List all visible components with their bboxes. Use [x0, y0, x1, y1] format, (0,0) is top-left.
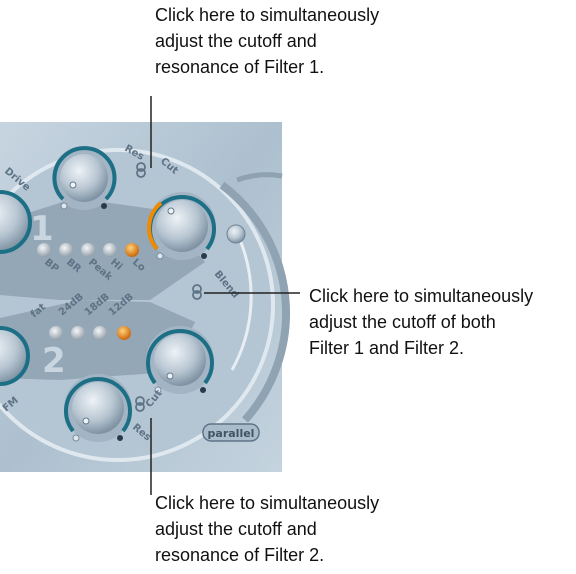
callout-filter1-link: Click here to simultaneously adjust the … — [155, 5, 380, 77]
filter2-res-knob[interactable] — [64, 374, 132, 442]
parallel-button[interactable]: parallel — [202, 423, 260, 442]
filter2-cut-knob[interactable] — [146, 326, 214, 394]
mode-led-br[interactable] — [59, 243, 73, 257]
slope-led-12db[interactable] — [117, 326, 131, 340]
filter2-link-icon[interactable] — [135, 396, 145, 412]
filter1-res-knob[interactable] — [52, 146, 117, 210]
filter1-link-icon[interactable] — [136, 162, 146, 178]
blend-slider[interactable] — [226, 224, 253, 371]
mode-led-lo[interactable] — [125, 243, 139, 257]
mode-led-peak[interactable] — [81, 243, 95, 257]
filter2-number: 2 — [42, 341, 66, 381]
slope-led-24db[interactable] — [71, 326, 85, 340]
slope-led-18db[interactable] — [93, 326, 107, 340]
filter1-mode-selector[interactable] — [37, 243, 139, 257]
drive-knob[interactable] — [0, 190, 32, 254]
blend-track — [219, 181, 290, 423]
callout-blend-link: Click here to simultaneously adjust the … — [309, 286, 534, 358]
mode-led-bp[interactable] — [37, 243, 51, 257]
svg-text:parallel: parallel — [208, 427, 255, 440]
filter1-number: 1 — [30, 209, 54, 249]
mode-led-hi[interactable] — [103, 243, 117, 257]
blend-link-icon[interactable] — [192, 284, 202, 300]
slope-led-fat[interactable] — [49, 326, 63, 340]
decor-curve — [236, 172, 283, 183]
callout-filter2-link: Click here to simultaneously adjust the … — [155, 493, 380, 565]
filter2-slope-selector[interactable] — [49, 326, 131, 340]
fm-knob[interactable] — [0, 326, 30, 386]
filter1-cut-knob[interactable] — [147, 192, 216, 260]
